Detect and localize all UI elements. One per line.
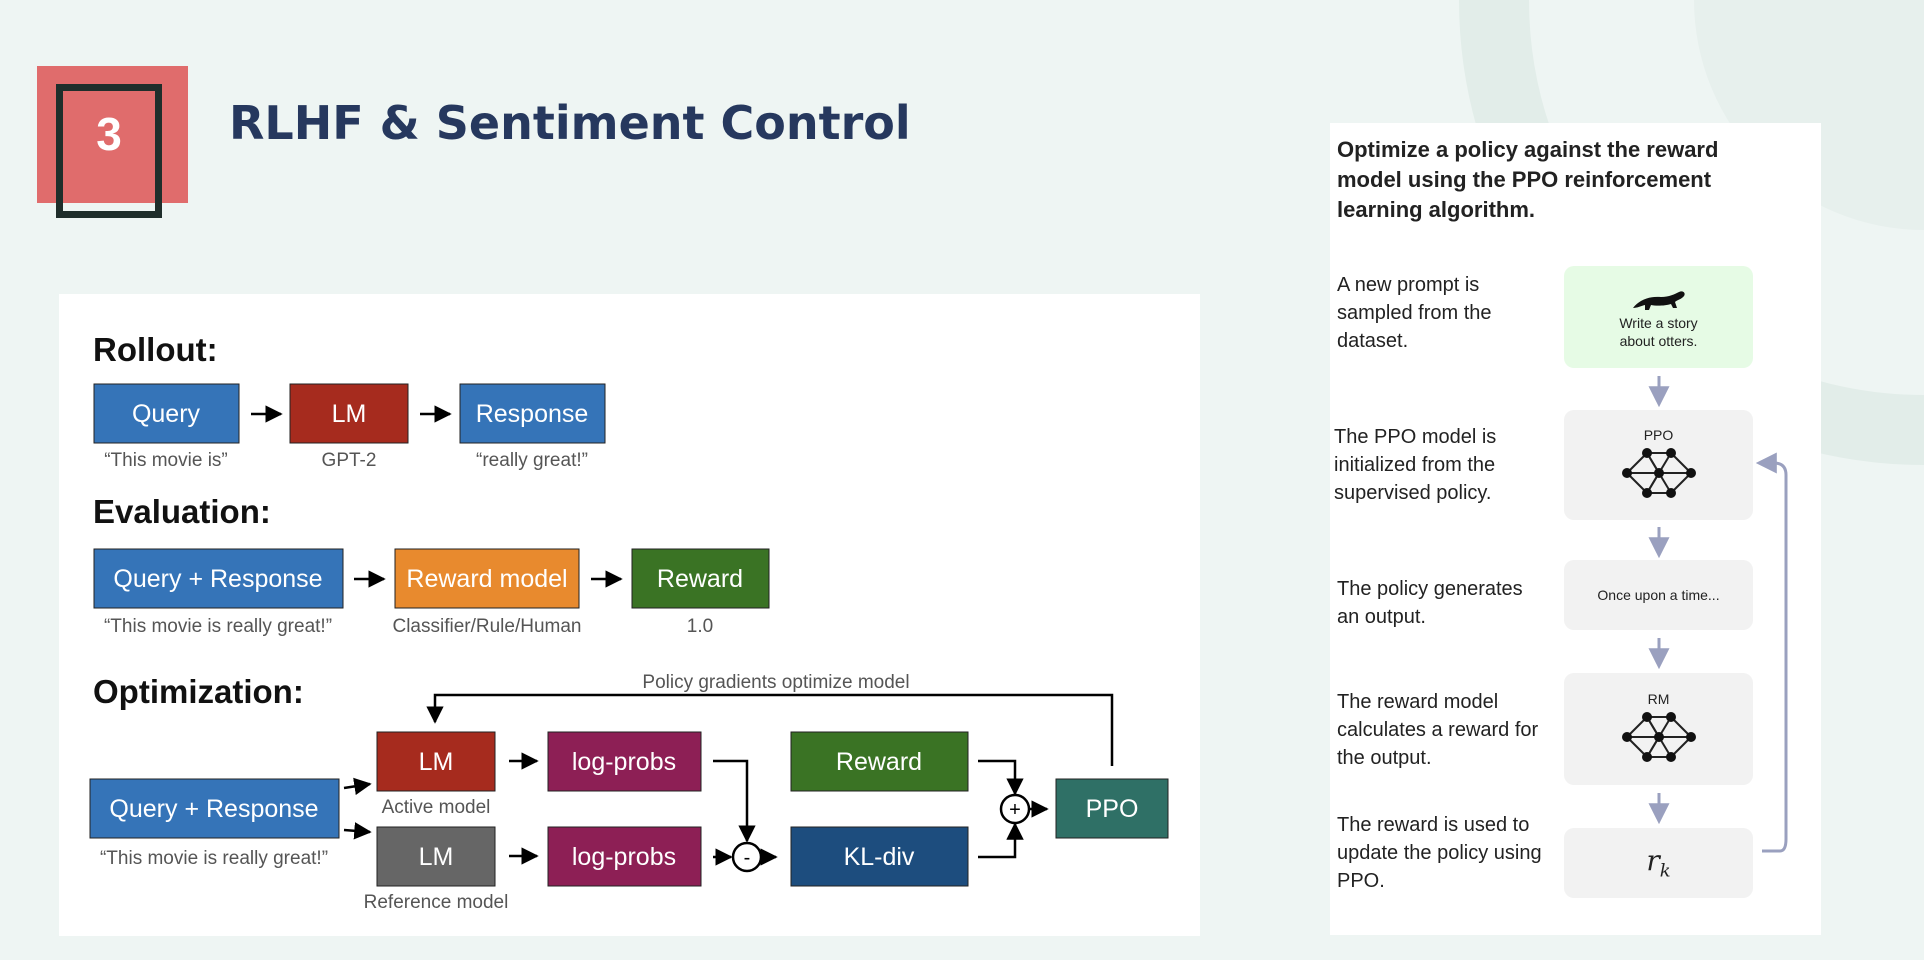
- reward-to-plus: [978, 759, 1024, 796]
- step-4-card: RM: [1564, 673, 1753, 785]
- evaluation-query-response-box: [93, 548, 344, 609]
- reference-lm-label: LM: [419, 843, 454, 871]
- reward-model-caption: Classifier/Rule/Human: [392, 616, 581, 637]
- evaluation-query-response-label: Query + Response: [113, 565, 322, 593]
- kl-div-box: [790, 826, 969, 887]
- reward-symbol: rk: [1646, 844, 1670, 882]
- otter-icon: [1632, 291, 1685, 310]
- logprobs-bottom-box: [547, 826, 702, 887]
- step-3-text: The policy generates an output.: [1337, 578, 1523, 628]
- logprobs-top-box: [547, 731, 702, 792]
- active-lm-box: [376, 731, 496, 792]
- rollout-response-label: Response: [476, 400, 589, 428]
- rlhf-diagram: Rollout: Query “This movie is” LM GPT-2 …: [89, 331, 1169, 913]
- arrow-to-active-lm: [343, 777, 372, 796]
- plus-sign: +: [1009, 799, 1021, 821]
- rollout-query-box: [93, 383, 240, 444]
- reward-model-icon-label: RM: [1647, 691, 1670, 707]
- rollout-lm-box: [289, 383, 409, 444]
- rollout-query-label: Query: [132, 400, 201, 428]
- reward-model-box: [394, 548, 580, 609]
- section-number: 3: [96, 108, 122, 160]
- step-2-text: The PPO model is initialized from the su…: [1334, 426, 1497, 504]
- ppo-panel-title: Optimize a policy against the reward mod…: [1337, 137, 1719, 222]
- section-badge-frame: [56, 84, 162, 218]
- logprobs-top-label: log-probs: [572, 748, 676, 776]
- neural-network-icon: [1621, 448, 1696, 498]
- evaluation-reward-box: [631, 548, 770, 609]
- step-5-card: rk: [1564, 828, 1753, 898]
- rollout-query-caption: “This movie is”: [104, 450, 228, 471]
- reward-symbol-base: r: [1646, 844, 1660, 878]
- reference-lm-box: [376, 826, 496, 887]
- evaluation-reward-label: Reward: [657, 565, 743, 593]
- step-1-card-text: Write a story about otters.: [1619, 315, 1698, 349]
- step-5-text: The reward is used to update the policy …: [1337, 814, 1542, 892]
- logprobs-top-to-minus: [713, 759, 756, 843]
- optimization-reward-box: [790, 731, 969, 792]
- step-1-text: A new prompt is sampled from the dataset…: [1337, 274, 1492, 352]
- ppo-steps-panel: Optimize a policy against the reward mod…: [1330, 123, 1821, 935]
- active-lm-caption: Active model: [382, 797, 491, 818]
- kl-to-plus: [978, 822, 1024, 859]
- reward-symbol-subscript: k: [1659, 860, 1671, 882]
- step-4-text: The reward model calculates a reward for…: [1337, 691, 1539, 769]
- reward-feedback-loop-arrow: [1755, 452, 1788, 853]
- evaluation-query-response-caption: “This movie is really great!”: [104, 616, 332, 637]
- logprobs-bottom-label: log-probs: [572, 843, 676, 871]
- neural-network-icon: [1621, 712, 1696, 762]
- optimization-heading: Optimization:: [93, 673, 304, 710]
- rollout-response-box: [459, 383, 606, 444]
- evaluation-heading: Evaluation:: [93, 493, 271, 530]
- evaluation-reward-caption: 1.0: [687, 616, 713, 637]
- rlhf-diagram-panel: Rollout: Query “This movie is” LM GPT-2 …: [59, 294, 1200, 936]
- step-2-card: PPO: [1564, 410, 1753, 520]
- rollout-lm-label: LM: [332, 400, 367, 428]
- optimization-query-response-label: Query + Response: [109, 795, 318, 823]
- optimization-query-response-box: [89, 778, 340, 839]
- kl-div-label: KL-div: [844, 843, 915, 871]
- policy-gradient-feedback-arrow: [426, 693, 1114, 766]
- step-1-card: Write a story about otters.: [1564, 266, 1753, 368]
- active-lm-label: LM: [419, 748, 454, 776]
- reward-model-label: Reward model: [406, 565, 567, 593]
- arrow-to-reference-lm: [343, 822, 372, 840]
- minus-sign: -: [744, 847, 751, 869]
- policy-gradient-label: Policy gradients optimize model: [642, 672, 909, 693]
- ppo-box: [1055, 778, 1169, 839]
- step-3-card-text: Once upon a time...: [1597, 587, 1720, 603]
- ppo-model-label: PPO: [1643, 427, 1674, 443]
- slide-title: RLHF & Sentiment Control: [229, 96, 911, 150]
- reference-lm-caption: Reference model: [364, 892, 509, 913]
- rollout-heading: Rollout:: [93, 331, 218, 368]
- step-3-card: Once upon a time...: [1564, 560, 1753, 630]
- rollout-lm-caption: GPT-2: [322, 450, 377, 471]
- ppo-label: PPO: [1086, 795, 1139, 823]
- optimization-reward-label: Reward: [836, 748, 922, 776]
- optimization-query-response-caption: “This movie is really great!”: [100, 848, 328, 869]
- rollout-response-caption: “really great!”: [476, 450, 588, 471]
